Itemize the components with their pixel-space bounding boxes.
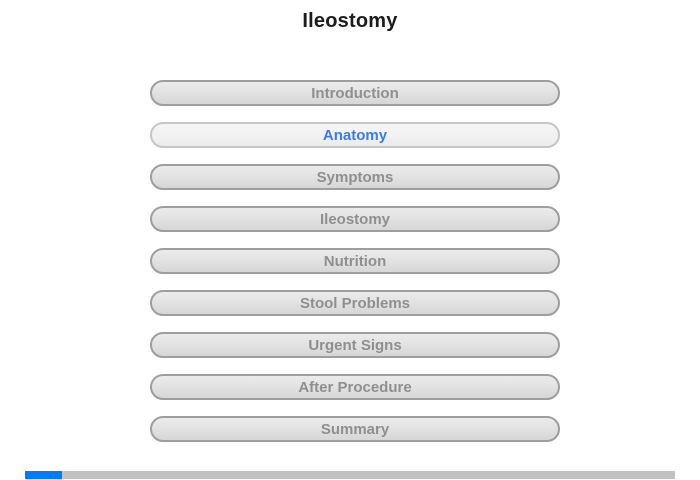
menu-item-summary[interactable]: Summary	[150, 416, 560, 442]
menu-item-label: Introduction	[311, 84, 399, 102]
menu-item-urgent-signs[interactable]: Urgent Signs	[150, 332, 560, 358]
menu-item-ileostomy[interactable]: Ileostomy	[150, 206, 560, 232]
menu-item-symptoms[interactable]: Symptoms	[150, 164, 560, 190]
menu-item-nutrition[interactable]: Nutrition	[150, 248, 560, 274]
menu-item-after-procedure[interactable]: After Procedure	[150, 374, 560, 400]
page-title: Ileostomy	[302, 10, 398, 32]
menu-item-stool-problems[interactable]: Stool Problems	[150, 290, 560, 316]
menu-item-introduction[interactable]: Introduction	[150, 80, 560, 106]
progress-fill	[25, 471, 63, 479]
menu-item-label: Summary	[320, 420, 390, 438]
menu-item-label: Nutrition	[323, 252, 387, 270]
playback-progress-bar[interactable]	[25, 471, 675, 479]
menu-item-label: After Procedure	[298, 378, 412, 396]
menu-item-label: Urgent Signs	[308, 336, 402, 354]
menu-item-label: Anatomy	[322, 126, 388, 144]
menu-item-label: Stool Problems	[299, 294, 411, 312]
menu-item-label: Ileostomy	[319, 210, 391, 228]
menu-item-anatomy[interactable]: Anatomy	[150, 122, 560, 148]
section-menu: Introduction Anatomy Symptoms Ileostomy …	[150, 80, 560, 458]
menu-item-label: Symptoms	[316, 168, 394, 186]
